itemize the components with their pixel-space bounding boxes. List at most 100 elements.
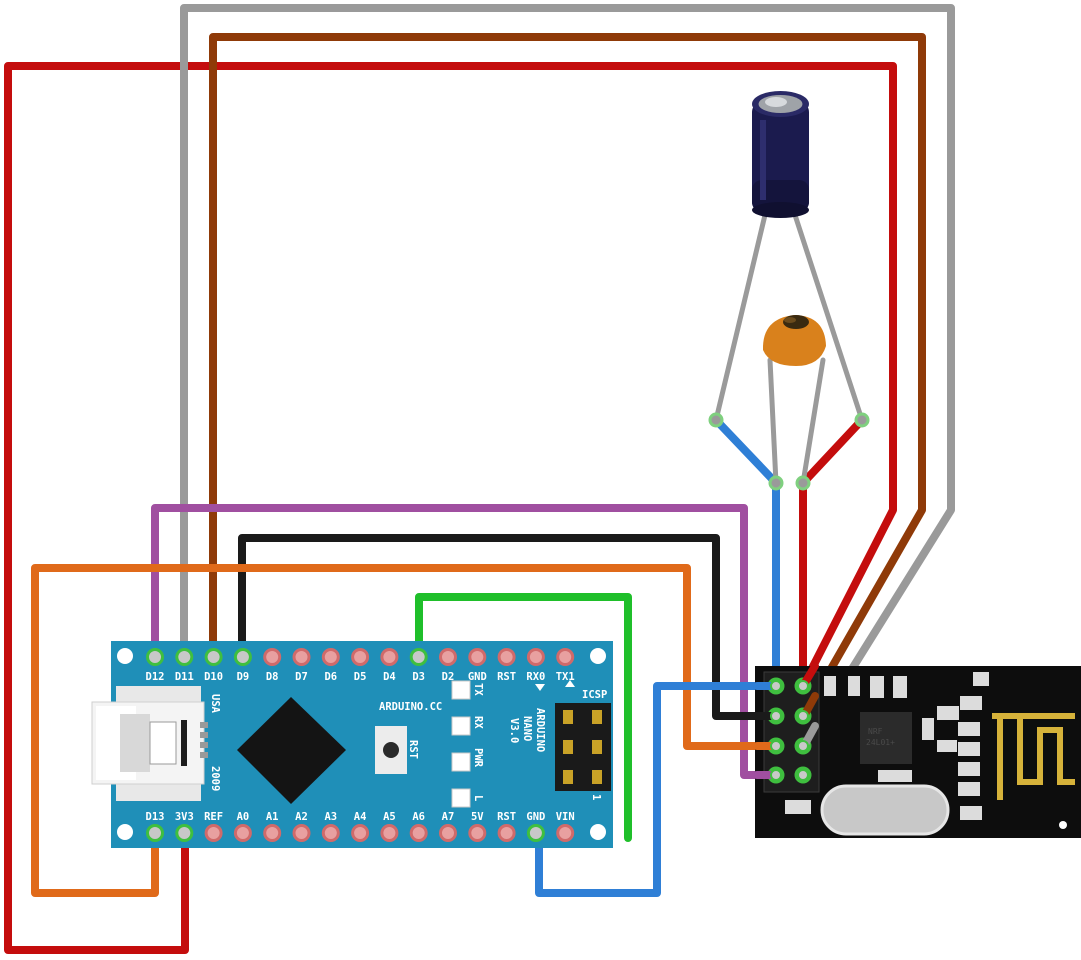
nrf-header-pin-top — [797, 740, 809, 752]
model-line1: ARDUINO — [534, 708, 546, 752]
top-pin-d5[interactable] — [351, 648, 370, 666]
nrf-chip: NRF 24L01+ — [860, 712, 912, 764]
wire-red-vcc[interactable] — [4, 62, 897, 954]
top-pin-label: D3 — [412, 671, 425, 683]
top-pin-d3[interactable] — [409, 648, 428, 666]
bottom-pin-a0[interactable] — [233, 824, 252, 842]
arduino-nano-board[interactable]: RST TX RX PWR L ICSP 1 ARDUINO.CC ARDUIN… — [91, 641, 613, 848]
model-line3: V3.0 — [508, 718, 520, 743]
bottom-pin-a4[interactable] — [351, 824, 370, 842]
bottom-pin-d13[interactable] — [146, 824, 164, 842]
top-pin-d2[interactable] — [439, 648, 457, 666]
nrf-crystal — [820, 784, 950, 836]
wire-orange-sck[interactable] — [31, 564, 780, 897]
led-label-rx: RX — [472, 716, 484, 729]
ceramic-capacitor[interactable] — [762, 315, 826, 366]
bottom-pin-a7[interactable] — [439, 824, 457, 842]
bottom-pin-label: VIN — [556, 811, 575, 823]
top-pin-label: D7 — [295, 671, 308, 683]
top-pin-rx0[interactable] — [526, 648, 545, 666]
bottom-pin-label: A6 — [412, 811, 425, 823]
bottom-pin-label: 3V3 — [175, 811, 194, 823]
bottom-pin-a1[interactable] — [263, 824, 282, 842]
top-pin-d7[interactable] — [292, 648, 311, 666]
top-pin-d9[interactable] — [233, 648, 252, 666]
top-pin-rst[interactable] — [497, 648, 516, 666]
electrolytic-capacitor[interactable] — [752, 91, 809, 218]
wire-gray-mosi[interactable] — [180, 4, 955, 750]
top-pin-label: RX0 — [526, 671, 545, 683]
bottom-pin-3v3[interactable] — [175, 824, 194, 842]
led-label-pwr: PWR — [472, 748, 484, 768]
wires — [4, 4, 955, 954]
pcb-antenna — [992, 713, 1075, 800]
led-label-l: L — [472, 795, 484, 801]
bottom-pin-label: A3 — [324, 811, 337, 823]
model-line2: NANO — [521, 716, 533, 741]
top-pin-label: D2 — [442, 671, 455, 683]
bottom-pin-label: GND — [526, 811, 545, 823]
nrf-header-pin-top — [797, 710, 809, 722]
bottom-pin-a2[interactable] — [292, 824, 311, 842]
nrf-header-pin-top — [770, 710, 782, 722]
usa-label: USA — [209, 694, 221, 714]
nrf-header-pin-top — [770, 740, 782, 752]
bottom-pin-label: A2 — [295, 811, 308, 823]
top-pin-label: D5 — [354, 671, 367, 683]
wire-joints — [708, 412, 870, 491]
wire-brown-csn[interactable] — [209, 33, 926, 720]
bottom-pin-gnd[interactable] — [526, 824, 545, 842]
top-pin-label: D8 — [266, 671, 279, 683]
top-pin-d11[interactable] — [175, 648, 194, 666]
bottom-pin-label: A1 — [266, 811, 279, 823]
top-pin-d6[interactable] — [321, 648, 340, 666]
icsp-header — [555, 703, 611, 791]
microcontroller-chip — [237, 697, 346, 804]
bottom-pin-vin[interactable] — [556, 824, 575, 842]
bottom-pin-a5[interactable] — [380, 824, 399, 842]
top-pin-label: D9 — [237, 671, 250, 683]
icsp-label: ICSP — [582, 689, 607, 701]
top-pin-label: D10 — [204, 671, 223, 683]
wire-blue-gnd[interactable] — [535, 682, 780, 897]
top-pin-gnd[interactable] — [468, 648, 487, 666]
nrf-header-pin-top — [770, 769, 782, 781]
capacitor-leads — [713, 212, 865, 486]
rst-button-label: RST — [407, 740, 419, 759]
bottom-pin-label: A7 — [442, 811, 455, 823]
icsp-pin1-label: 1 — [590, 794, 602, 800]
bottom-pin-ref[interactable] — [204, 824, 223, 842]
status-leds — [451, 680, 471, 808]
top-pin-d8[interactable] — [263, 648, 282, 666]
bottom-pin-a3[interactable] — [321, 824, 340, 842]
bottom-pin-label: A0 — [237, 811, 250, 823]
top-pin-tx1[interactable] — [556, 648, 575, 666]
nrf-smd-components — [785, 672, 989, 820]
brand-label: ARDUINO.CC — [379, 701, 442, 713]
nrf-header-pin-top — [770, 680, 782, 692]
top-pin-d10[interactable] — [204, 648, 223, 666]
led-label-tx: TX — [472, 683, 484, 696]
bottom-pin-label: 5V — [471, 811, 484, 823]
nrf-header-pin-top — [797, 680, 809, 692]
nrf-header-pin-top — [797, 769, 809, 781]
top-pin-label: RST — [497, 671, 516, 683]
top-pin-d12[interactable] — [146, 648, 164, 666]
nrf-chip-line2: 24L01+ — [866, 738, 895, 747]
usb-connector — [91, 686, 208, 801]
bottom-pin-rst[interactable] — [497, 824, 516, 842]
wire-red-cap-vcc[interactable] — [799, 416, 866, 690]
wire-green-irq[interactable] — [415, 593, 632, 842]
bottom-pin-5v[interactable] — [468, 824, 487, 842]
top-pin-label: D12 — [146, 671, 165, 683]
top-pin-d4[interactable] — [380, 648, 399, 666]
bottom-pin-label: A4 — [354, 811, 367, 823]
top-pin-label: D11 — [175, 671, 194, 683]
reset-button[interactable] — [375, 726, 407, 774]
bottom-pin-a6[interactable] — [409, 824, 428, 842]
bottom-pin-label: REF — [204, 811, 223, 823]
wire-black-ce[interactable] — [238, 534, 780, 720]
top-pin-label: D6 — [324, 671, 337, 683]
